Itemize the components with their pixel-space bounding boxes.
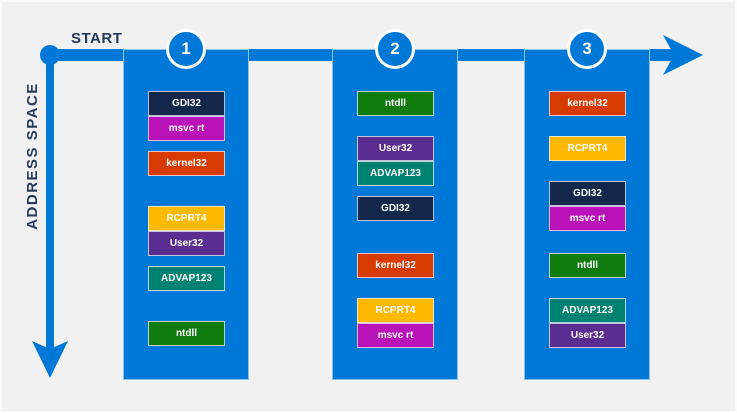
module-box-ntdll: ntdll	[357, 91, 434, 116]
module-box-kernel32: kernel32	[357, 253, 434, 278]
module-box-ntdll: ntdll	[148, 321, 225, 346]
step-circle-2: 2	[375, 29, 415, 69]
right-arrowhead-icon	[663, 35, 703, 75]
module-box-msvc-rt: msvc rt	[357, 323, 434, 348]
module-box-user32: User32	[549, 323, 626, 348]
module-box-gdi32: GDI32	[549, 181, 626, 206]
step-circle-1: 1	[166, 29, 206, 69]
module-box-rcprt4: RCPRT4	[549, 136, 626, 161]
module-box-advap123: ADVAP123	[549, 298, 626, 323]
module-box-user32: User32	[148, 231, 225, 256]
address-space-line	[46, 55, 54, 350]
module-box-advap123: ADVAP123	[357, 161, 434, 186]
module-box-gdi32: GDI32	[148, 91, 225, 116]
address-space-label: ADDRESS SPACE	[24, 82, 41, 230]
module-box-gdi32: GDI32	[357, 196, 434, 221]
module-box-msvc-rt: msvc rt	[549, 206, 626, 231]
step-circle-3: 3	[567, 29, 607, 69]
module-box-advap123: ADVAP123	[148, 266, 225, 291]
module-box-user32: User32	[357, 136, 434, 161]
module-box-rcprt4: RCPRT4	[357, 298, 434, 323]
down-arrowhead-icon	[32, 341, 68, 378]
module-box-msvc-rt: msvc rt	[148, 116, 225, 141]
start-label: START	[71, 30, 123, 47]
module-box-ntdll: ntdll	[549, 253, 626, 278]
module-box-rcprt4: RCPRT4	[148, 206, 225, 231]
module-box-kernel32: kernel32	[148, 151, 225, 176]
module-box-kernel32: kernel32	[549, 91, 626, 116]
